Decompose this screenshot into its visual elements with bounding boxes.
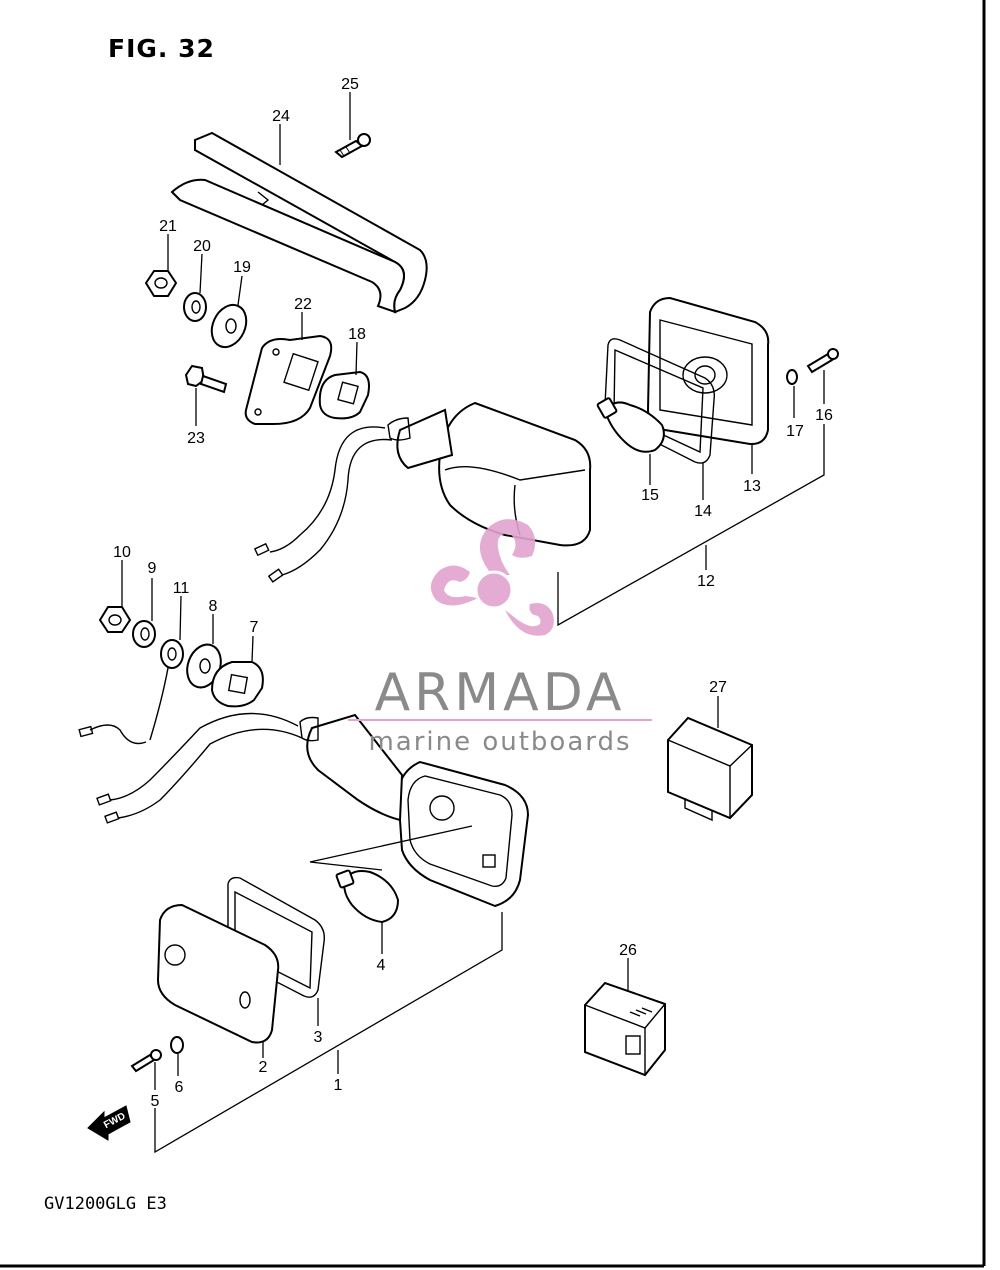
part-1-front-turn-signal [96, 712, 530, 908]
part-13-lens [646, 296, 770, 446]
callout-6: 6 [175, 1079, 184, 1096]
part-17-washer [786, 369, 798, 385]
callout-12: 12 [697, 573, 715, 590]
brand-name: ARMADA [375, 663, 626, 723]
callout-5: 5 [151, 1093, 160, 1110]
part-26-flasher [584, 981, 666, 1077]
part-22-plate [244, 334, 333, 426]
callout-14: 14 [694, 503, 712, 520]
callout-21: 21 [159, 218, 177, 235]
callout-16: 16 [815, 407, 833, 424]
part-11-ground-lead [78, 639, 184, 745]
callout-9: 9 [148, 560, 157, 577]
callout-18: 18 [348, 326, 366, 343]
part-25-screw [334, 133, 371, 159]
callout-23: 23 [187, 430, 205, 447]
callout-10: 10 [113, 544, 131, 561]
part-12-rear-turn-signal [253, 401, 592, 583]
part-18-grommet [318, 370, 370, 420]
callout-1: 1 [334, 1077, 343, 1094]
part-15-bulb [596, 397, 665, 453]
part-23-bolt [184, 364, 228, 394]
leader-lines [121, 92, 825, 1154]
part-16-screw [806, 348, 839, 374]
callout-labels: 1 2 3 4 5 6 7 8 9 10 11 12 13 14 15 16 1… [113, 76, 833, 1110]
callout-11: 11 [173, 580, 190, 597]
callout-25: 25 [341, 76, 359, 93]
part-2-lens [156, 903, 280, 1044]
brand-tagline: marine outboards [368, 727, 631, 757]
callout-3: 3 [314, 1029, 323, 1046]
watermark-brand: ARMADA marine outboards [348, 663, 652, 757]
callout-13: 13 [743, 478, 761, 495]
model-code: GV1200GLG E3 [44, 1194, 167, 1214]
figure-title: FIG. 32 [108, 34, 215, 63]
callout-26: 26 [619, 942, 637, 959]
callout-22: 22 [294, 296, 312, 313]
part-19-washer [210, 303, 248, 349]
callout-17: 17 [786, 423, 804, 440]
part-5-screw [130, 1049, 162, 1073]
part-10-nut [98, 606, 132, 633]
callout-2: 2 [259, 1059, 268, 1076]
callout-8: 8 [209, 598, 218, 615]
callout-4: 4 [377, 957, 386, 974]
part-7-grommet [210, 661, 264, 708]
part-27-relay [667, 716, 753, 822]
fwd-direction-marker: FWD [87, 1105, 131, 1141]
part-6-washer [170, 1036, 184, 1054]
part-21-nut [144, 270, 178, 297]
part-4-bulb [335, 869, 400, 924]
part-9-washer [132, 620, 156, 648]
callout-20: 20 [193, 238, 211, 255]
callout-24: 24 [272, 108, 290, 125]
callout-15: 15 [641, 487, 659, 504]
part-8-washer [186, 643, 222, 689]
callout-27: 27 [709, 679, 727, 696]
callout-19: 19 [233, 259, 251, 276]
part-24-mounting-bracket [170, 131, 428, 314]
part-20-washer [183, 292, 207, 322]
arrow-left-icon [87, 1105, 131, 1141]
propeller-icon [430, 519, 554, 636]
callout-7: 7 [250, 619, 259, 636]
